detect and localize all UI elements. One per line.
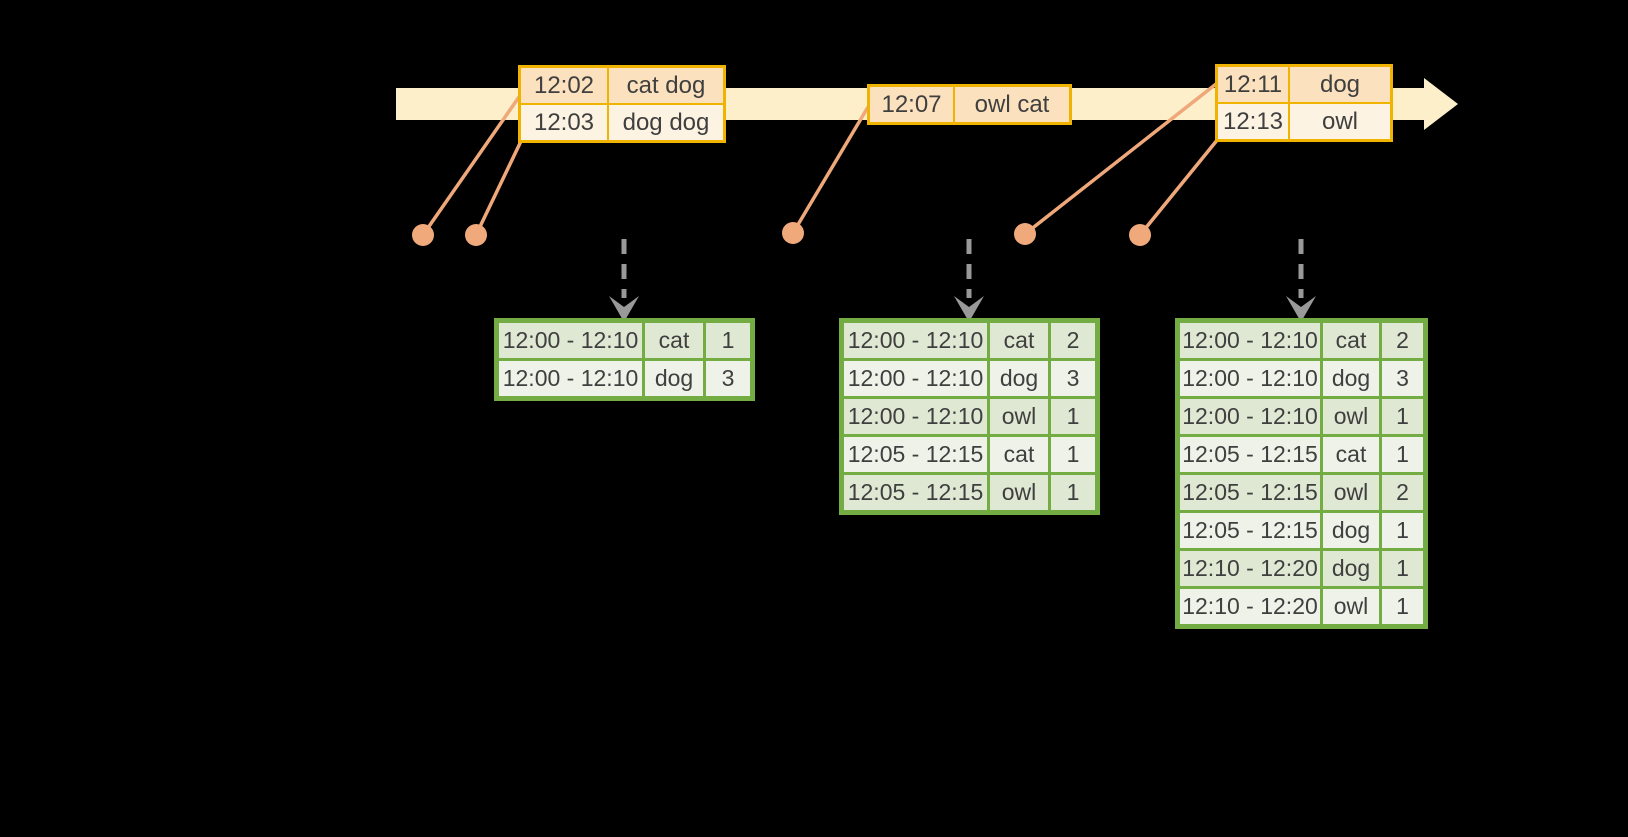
count: 1 bbox=[1382, 551, 1423, 586]
count: 3 bbox=[706, 361, 750, 396]
window-range: 12:00 - 12:10 bbox=[1180, 361, 1320, 396]
event-time: 12:11 bbox=[1218, 67, 1288, 102]
count: 3 bbox=[1382, 361, 1423, 396]
window-range: 12:00 - 12:10 bbox=[499, 323, 642, 358]
word: owl bbox=[990, 475, 1048, 510]
trigger-arrow-head-icon bbox=[609, 296, 639, 322]
window-range: 12:00 - 12:10 bbox=[844, 361, 987, 396]
word: cat bbox=[645, 323, 703, 358]
event-connector-line bbox=[1138, 137, 1220, 237]
word: dog bbox=[1323, 361, 1379, 396]
count: 1 bbox=[706, 323, 750, 358]
event-dots bbox=[412, 222, 1151, 246]
word: owl bbox=[1323, 475, 1379, 510]
result-table-1: 12:00 - 12:10 cat 1 12:00 - 12:10 dog 3 bbox=[494, 318, 755, 401]
word: dog bbox=[645, 361, 703, 396]
event-connector-line bbox=[421, 96, 521, 236]
word: owl bbox=[1323, 589, 1379, 624]
word: cat bbox=[990, 323, 1048, 358]
trigger-arrow-head-icon bbox=[1286, 296, 1316, 322]
event-connector-line bbox=[791, 106, 870, 234]
window-range: 12:00 - 12:10 bbox=[1180, 323, 1320, 358]
event-words: dog dog bbox=[609, 105, 723, 140]
input-event-table-1: 12:02 cat dog 12:03 dog dog bbox=[518, 65, 726, 143]
count: 1 bbox=[1051, 475, 1095, 510]
word: owl bbox=[990, 399, 1048, 434]
event-words: owl cat bbox=[955, 87, 1069, 122]
window-range: 12:10 - 12:20 bbox=[1180, 551, 1320, 586]
count: 1 bbox=[1382, 399, 1423, 434]
word: cat bbox=[1323, 437, 1379, 472]
word: owl bbox=[1323, 399, 1379, 434]
result-table-2: 12:00 - 12:10 cat 2 12:00 - 12:10 dog 3 … bbox=[839, 318, 1100, 515]
event-dot bbox=[1129, 224, 1151, 246]
word: dog bbox=[990, 361, 1048, 396]
window-range: 12:00 - 12:10 bbox=[844, 323, 987, 358]
count: 1 bbox=[1382, 589, 1423, 624]
input-event-table-3: 12:11 dog 12:13 owl bbox=[1215, 64, 1393, 142]
event-dot bbox=[782, 222, 804, 244]
event-words: cat dog bbox=[609, 68, 723, 103]
window-range: 12:05 - 12:15 bbox=[844, 475, 987, 510]
event-dot bbox=[465, 224, 487, 246]
event-time: 12:13 bbox=[1218, 104, 1288, 139]
word: dog bbox=[1323, 513, 1379, 548]
event-words: dog bbox=[1290, 67, 1390, 102]
count: 3 bbox=[1051, 361, 1095, 396]
event-dot bbox=[1014, 223, 1036, 245]
window-range: 12:10 - 12:20 bbox=[1180, 589, 1320, 624]
count: 2 bbox=[1382, 323, 1423, 358]
event-time: 12:03 bbox=[521, 105, 607, 140]
event-time: 12:07 bbox=[870, 87, 953, 122]
count: 2 bbox=[1051, 323, 1095, 358]
window-range: 12:05 - 12:15 bbox=[844, 437, 987, 472]
window-range: 12:05 - 12:15 bbox=[1180, 437, 1320, 472]
word: dog bbox=[1323, 551, 1379, 586]
input-event-table-2: 12:07 owl cat bbox=[867, 84, 1072, 125]
trigger-arrows bbox=[609, 239, 1316, 322]
result-table-3: 12:00 - 12:10 cat 2 12:00 - 12:10 dog 3 … bbox=[1175, 318, 1428, 629]
trigger-arrow-head-icon bbox=[954, 296, 984, 322]
window-range: 12:00 - 12:10 bbox=[1180, 399, 1320, 434]
event-connector-line bbox=[474, 136, 525, 236]
window-range: 12:05 - 12:15 bbox=[1180, 475, 1320, 510]
window-range: 12:00 - 12:10 bbox=[844, 399, 987, 434]
count: 1 bbox=[1051, 437, 1095, 472]
event-time: 12:02 bbox=[521, 68, 607, 103]
count: 2 bbox=[1382, 475, 1423, 510]
word: cat bbox=[990, 437, 1048, 472]
window-range: 12:05 - 12:15 bbox=[1180, 513, 1320, 548]
count: 1 bbox=[1382, 513, 1423, 548]
word: cat bbox=[1323, 323, 1379, 358]
timeline-arrowhead-icon bbox=[1424, 78, 1458, 130]
event-connector-lines bbox=[421, 82, 1220, 237]
window-range: 12:00 - 12:10 bbox=[499, 361, 642, 396]
event-connector-line bbox=[1023, 82, 1218, 236]
count: 1 bbox=[1382, 437, 1423, 472]
count: 1 bbox=[1051, 399, 1095, 434]
event-words: owl bbox=[1290, 104, 1390, 139]
event-dot bbox=[412, 224, 434, 246]
